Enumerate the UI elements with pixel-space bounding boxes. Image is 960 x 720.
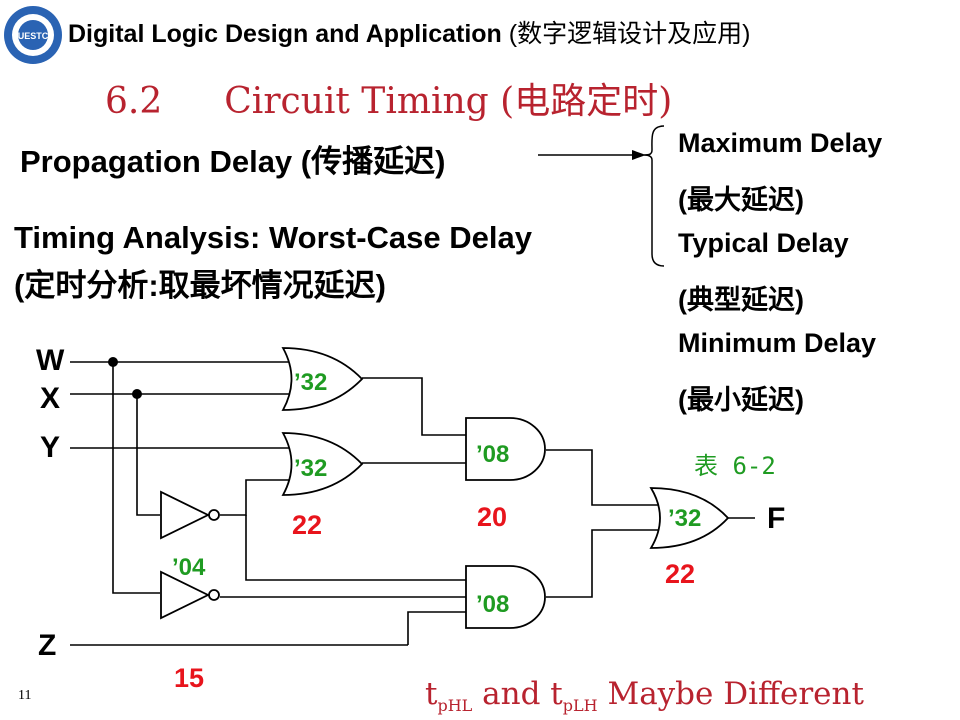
delay-or-gate: 22 xyxy=(292,510,322,540)
svg-text:UESTC: UESTC xyxy=(18,31,49,41)
footnote-sub-phl: pHL xyxy=(437,696,473,716)
typical-delay-cn: (典型延迟) xyxy=(678,285,804,315)
delay-and-gate: 20 xyxy=(477,502,507,532)
timing-analysis-cn-text: (定时分析:取最坏情况延迟) xyxy=(14,268,386,303)
typical-delay-label: Typical Delay xyxy=(678,228,849,258)
input-y-label: Y xyxy=(40,431,60,464)
footnote-and: and t xyxy=(472,676,563,712)
table-reference: 表 6-2 xyxy=(694,452,776,480)
footnote-rest: Maybe Different xyxy=(597,676,864,712)
delay-output-or-gate: 22 xyxy=(665,559,695,589)
input-z-label: Z xyxy=(38,629,56,662)
output-f-label: F xyxy=(767,502,785,535)
footnote-sub-plh: pLH xyxy=(562,696,598,716)
or-gate-3-label: ’32 xyxy=(668,505,701,532)
course-title: Digital Logic Design and Application (数字… xyxy=(68,14,750,50)
maximum-delay-label: Maximum Delay xyxy=(678,128,883,158)
or-gate-1-label: ’32 xyxy=(294,369,327,396)
timing-analysis-text: Timing Analysis: Worst-Case Delay xyxy=(14,220,532,255)
inverter-label: ’04 xyxy=(172,554,206,581)
footnote-t1: t xyxy=(425,676,438,712)
delay-inverter: 15 xyxy=(174,663,204,693)
and-gate-1-label: ’08 xyxy=(476,441,509,468)
page-number: 11 xyxy=(18,688,32,703)
input-x-label: X xyxy=(40,382,60,415)
course-title-en: Digital Logic Design and Application xyxy=(68,20,502,48)
minimum-delay-cn: (最小延迟) xyxy=(678,385,804,415)
or-gate-2-label: ’32 xyxy=(294,455,327,482)
maximum-delay-cn: (最大延迟) xyxy=(678,185,804,215)
input-w-label: W xyxy=(36,344,65,377)
section-number: 6.2 xyxy=(105,81,163,122)
propagation-delay-text: Propagation Delay (传播延迟) xyxy=(20,144,446,179)
course-title-cn: (数字逻辑设计及应用) xyxy=(508,20,751,48)
timing-footnote: tpHL and tpLH Maybe Different xyxy=(425,676,864,715)
slide-title: 6.2 Circuit Timing (电路定时) xyxy=(105,72,672,124)
and-gate-2-label: ’08 xyxy=(476,591,509,618)
minimum-delay-label: Minimum Delay xyxy=(678,328,877,358)
section-title: Circuit Timing (电路定时) xyxy=(224,81,673,122)
university-logo: UESTC xyxy=(4,6,62,64)
